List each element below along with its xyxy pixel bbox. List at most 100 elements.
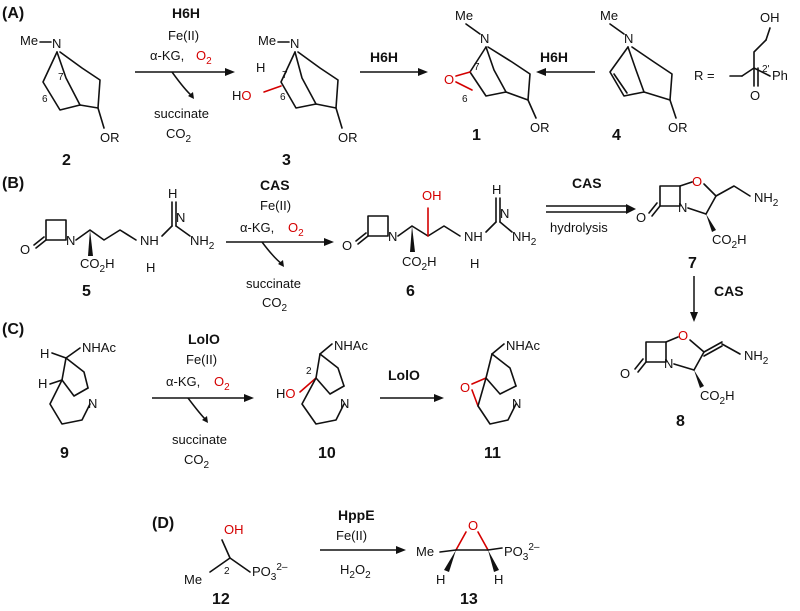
byproduct-co2-3: CO2 — [184, 452, 210, 471]
compound-1-structure: Me N O 7 6 OR — [444, 8, 550, 135]
reagent-akg-2: α-KG, — [240, 220, 274, 235]
methyl-label: Me — [600, 8, 618, 23]
nitrogen-label: N — [624, 31, 633, 46]
compound-label-5: 5 — [82, 283, 91, 300]
section-label-a: (A) — [2, 5, 24, 22]
enzyme-lolo-label-2: LolO — [388, 367, 420, 383]
hydroxyl-oh: OH — [422, 188, 442, 203]
reagent-o2-1: O2 — [196, 48, 212, 67]
compound-label-4: 4 — [612, 127, 621, 144]
reagent-akg-3: α-KG, — [166, 374, 200, 389]
hydroxyl-label: HO — [276, 386, 296, 401]
hydrogen-label: H — [40, 346, 49, 361]
nitrogen-label: N — [88, 396, 97, 411]
enzyme-cas-label-1: CAS — [260, 177, 290, 193]
locant-6: 6 — [462, 94, 468, 105]
byproduct-succinate-3: succinate — [172, 432, 227, 447]
section-label-b: (B) — [2, 175, 24, 192]
carboxyl-group: CO2H — [700, 388, 734, 407]
enzyme-h6h-label-2: H6H — [370, 49, 398, 65]
compound-label-3: 3 — [282, 152, 291, 169]
nitrogen-label: N — [290, 36, 299, 51]
nh-label: NH — [140, 233, 159, 248]
carbonyl-oxygen: O — [636, 210, 646, 225]
or-group: OR — [668, 120, 688, 135]
or-group: OR — [530, 120, 550, 135]
carboxyl-group: CO2H — [402, 254, 436, 273]
reagent-fe-2: Fe(II) — [260, 198, 291, 213]
hydroxyl-oh: OH — [760, 10, 780, 25]
nitrogen-label: N — [664, 356, 673, 371]
imine-h: H — [492, 182, 501, 197]
compound-label-1: 1 — [472, 127, 481, 144]
methyl-label: Me — [416, 544, 434, 559]
compound-12-structure: OH Me 2 PO32– — [184, 522, 288, 587]
compound-11-structure: NHAc O N — [460, 338, 540, 425]
section-label-c: (C) — [2, 321, 24, 338]
enzyme-cas-label-3: CAS — [714, 283, 744, 299]
amine-nh2: NH2 — [190, 233, 215, 252]
carbonyl-oxygen: O — [620, 366, 630, 381]
ring-oxygen: O — [692, 174, 702, 189]
compound-2-structure: Me N 7 6 OR — [20, 33, 120, 145]
carbonyl-oxygen: O — [750, 88, 760, 103]
hydrogen-label: H — [470, 256, 479, 271]
locant-7: 7 — [58, 72, 64, 83]
enzyme-lolo-label-1: LolO — [188, 331, 220, 347]
compound-label-7: 7 — [688, 255, 697, 272]
nhac-label: NHAc — [82, 340, 116, 355]
locant-6: 6 — [42, 94, 48, 105]
phosphonate-group: PO32– — [504, 542, 540, 563]
nitrogen-label: N — [678, 200, 687, 215]
amine-nh2: NH2 — [512, 229, 537, 248]
compound-6-structure: O N OH CO2H NH H H N NH2 — [342, 182, 537, 273]
compound-3-structure: Me N H 7 6 HO OR — [232, 33, 358, 145]
section-label-d: (D) — [152, 515, 174, 532]
locant-2: 2 — [224, 566, 230, 577]
carbonyl-oxygen: O — [342, 238, 352, 253]
phosphonate-group: PO32– — [252, 562, 288, 583]
hydrogen-label-1: H — [436, 572, 445, 587]
hydrolysis-label: hydrolysis — [550, 220, 608, 235]
compound-10-structure: NHAc HO 2 N — [276, 338, 368, 425]
ring-oxygen: O — [678, 328, 688, 343]
reagent-fe-4: Fe(II) — [336, 528, 367, 543]
compound-label-6: 6 — [406, 283, 415, 300]
r-equals-label: R = — [694, 68, 715, 83]
byproduct-co2-1: CO2 — [166, 126, 192, 145]
nh-label: NH — [464, 229, 483, 244]
compound-label-12: 12 — [212, 591, 230, 608]
or-group: OR — [100, 130, 120, 145]
carbonyl-oxygen: O — [20, 242, 30, 257]
epoxide-oxygen: O — [468, 518, 478, 533]
byproduct-succinate-2: succinate — [246, 276, 301, 291]
amine-nh2: NH2 — [754, 190, 779, 209]
reagent-fe-3: Fe(II) — [186, 352, 217, 367]
compound-label-11: 11 — [484, 445, 501, 462]
nitrogen-label: N — [512, 396, 521, 411]
hydrogen-label: H — [146, 260, 155, 275]
compound-label-2: 2 — [62, 152, 71, 169]
imine-n: N — [176, 210, 185, 225]
locant-2: 2 — [306, 366, 312, 377]
r-group-definition: R = O OH Ph 2' — [694, 10, 788, 103]
reagent-o2-2: O2 — [288, 220, 304, 239]
compound-label-8: 8 — [676, 413, 685, 430]
methyl-label: Me — [455, 8, 473, 23]
enzyme-hppe-label: HppE — [338, 507, 375, 523]
ether-oxygen: O — [460, 380, 470, 395]
compound-13-structure: O Me PO32– H H — [416, 518, 540, 587]
amine-nh2: NH2 — [744, 348, 769, 367]
compound-7-structure: O N O NH2 CO2H — [636, 174, 779, 251]
compound-label-9: 9 — [60, 445, 69, 462]
methyl-label: Me — [258, 33, 276, 48]
epoxide-oxygen: O — [444, 72, 454, 87]
hydrogen-label: H — [256, 60, 265, 75]
locant-7: 7 — [474, 62, 480, 73]
byproduct-co2-2: CO2 — [262, 295, 288, 314]
methyl-label: Me — [20, 33, 38, 48]
compound-4-structure: Me N OR — [600, 8, 688, 135]
carboxyl-group: CO2H — [80, 256, 114, 275]
